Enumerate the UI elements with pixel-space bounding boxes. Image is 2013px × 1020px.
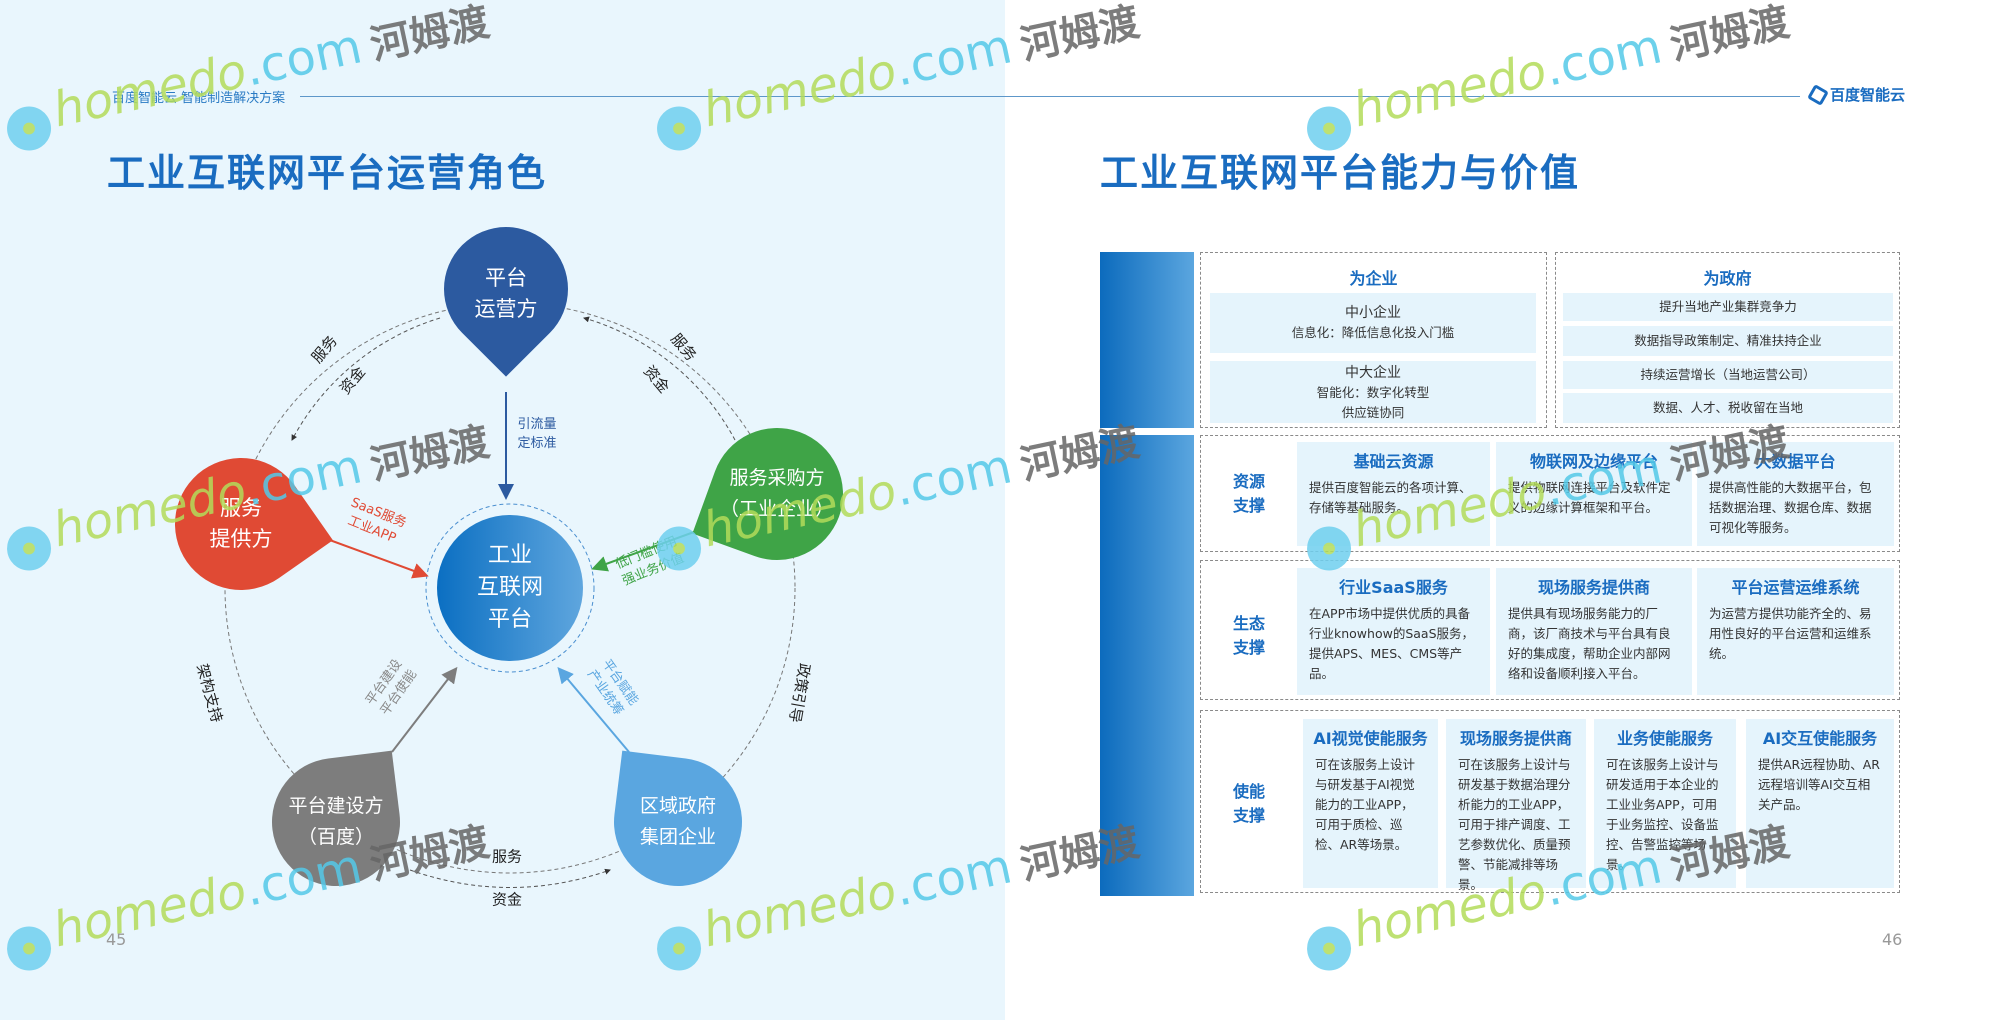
capability-card: 业务使能服务可在该服务上设计与研发适用于本企业的工业业务APP，可用于业务监控、… [1594,719,1736,888]
page-number-left: 45 [106,930,127,949]
arrow-gov-to-center [557,666,630,753]
capability-card: AI视觉使能服务可在该服务上设计与研发基于AI视觉能力的工业APP，可用于质检、… [1303,719,1438,888]
logo-text: 百度智能云 [1830,86,1906,104]
arrow-builder-to-center [391,666,458,753]
capability-card: AI交互使能服务提供AR远程协助、AR远程培训等AI交互相关产品。 [1746,719,1894,888]
capability-card: 现场服务提供商可在该服务上设计与研发基于数据治理分析能力的工业APP，可用于排产… [1446,719,1586,892]
arc-top-right-inner [583,316,736,441]
page-number-right: 46 [1882,930,1903,949]
header-divider [300,96,1800,97]
gov-item: 提升当地产业集群竞争力 [1563,293,1893,321]
center-dashed-ring [425,503,595,673]
node-gov-label: 区域政府集团企业 [639,795,717,848]
card-sme: 中小企业 信息化：降低信息化投入门槛 [1210,293,1536,353]
diagram-connectors [224,302,796,888]
hexagon-logo-icon [1807,83,1829,106]
capability-card: 平台运营运维系统为运营方提供功能齐全的、易用性良好的平台运营和运维系统。 [1697,568,1894,695]
left-page-title: 工业互联网平台运营角色 [107,151,548,195]
flower-logo-icon [1302,921,1356,975]
gov-item: 持续运营增长（当地运营公司） [1563,361,1893,389]
capability-card: 基础云资源提供百度智能云的各项计算、存储等基础服务。 [1297,442,1490,546]
doc-header-title: 百度智能云 智能制造解决方案 [112,91,286,106]
arc-top-left-inner [291,317,441,441]
section-label: 使能支撑 [1232,782,1265,825]
node-buyer-label: 服务采购方（工业企业） [719,467,835,520]
arrow-provider-to-center [315,534,429,579]
outer-cycle-ring [224,302,796,874]
government-title: 为政府 [1703,269,1752,288]
section-resource-support [1200,435,1900,552]
label-bottom-fund: 资金 [491,890,523,909]
watermark: homedo.com河姆渡 [1299,0,1795,155]
capability-card: 大数据平台提供高性能的大数据平台，包括数据治理、数据仓库、数据可视化等服务。 [1697,442,1894,546]
center-node-label: 工业互联网平台 [476,543,544,632]
section-enablement-support [1200,710,1900,893]
side-label-platform-value: 平台价值 [1100,252,1221,428]
node-provider-label: 服务提供方 [209,496,273,551]
arc-bottom-inner [409,868,611,888]
section-label: 资源支撑 [1232,472,1265,515]
capability-card: 现场服务提供商提供具有现场服务能力的厂商，该厂商技术与平台具有良好的集成度，帮助… [1496,568,1692,695]
node-operator-label: 平台运营方 [474,266,538,321]
enterprise-title: 为企业 [1349,269,1398,288]
value-enterprise-box: 为企业 中小企业 信息化：降低信息化投入门槛 中大企业 智能化：数字化转型 供应… [1200,252,1547,428]
right-page-title: 工业互联网平台能力与价值 [1100,151,1581,195]
section-ecosystem-support [1200,560,1900,700]
label-bottom-service: 服务 [491,847,523,866]
label-operator-arrow: 引流量定标准 [517,417,557,451]
value-government-box: 为政府 提升当地产业集群竞争力 数据指导政策制定、精准扶持企业 持续运营增长（当… [1555,252,1900,428]
node-builder-label: 平台建设方（百度） [288,795,384,848]
baidu-cloud-logo: 百度智能云 [1807,83,1906,106]
gov-item: 数据、人才、税收留在当地 [1563,393,1893,423]
capability-card: 行业SaaS服务在APP市场中提供优质的具备行业knowhow的SaaS服务，提… [1297,568,1490,695]
card-large-enterprise: 中大企业 智能化：数字化转型 供应链协同 [1210,361,1536,423]
gov-item: 数据指导政策制定、精准扶持企业 [1563,326,1893,356]
capability-card: 物联网及边缘平台提供物联网连接平台及软件定义的边缘计算框架和平台。 [1496,442,1692,546]
section-label: 生态支撑 [1232,614,1265,657]
node-industrial-internet-platform [437,515,583,661]
side-label-platform-capability: 平台能力 [1100,435,1221,896]
